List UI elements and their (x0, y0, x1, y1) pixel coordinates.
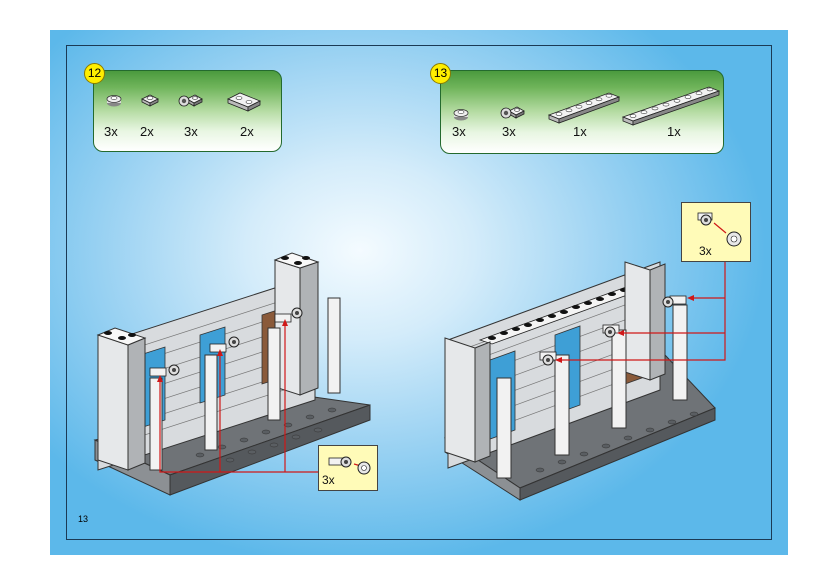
parts-list-step-12 (93, 70, 282, 152)
page-frame (66, 45, 772, 540)
part-qty: 3x (502, 124, 516, 139)
callout-qty: 3x (322, 473, 335, 487)
part-qty: 3x (104, 124, 118, 139)
round-plate-icon (453, 109, 469, 121)
part-qty: 1x (573, 124, 587, 139)
part-qty: 3x (452, 124, 466, 139)
plate-1x2-icon (227, 92, 261, 112)
page-number: 13 (78, 514, 89, 524)
clip-assembly-icon (697, 212, 742, 247)
step-number-badge: 13 (430, 63, 451, 84)
parts-list-step-13 (440, 70, 724, 154)
clip-plate-icon (178, 94, 203, 107)
round-plate-icon (106, 95, 122, 107)
part-qty: 2x (140, 124, 154, 139)
part-qty: 1x (667, 124, 681, 139)
plate-1x6-icon (547, 92, 621, 124)
clip-plate-icon (500, 106, 525, 119)
arrow-lines (159, 322, 318, 473)
sub-assembly-callout (318, 445, 378, 491)
plate-1x1-icon (141, 94, 159, 107)
plate-1x8-icon (621, 86, 721, 126)
clip-assembly-icon (328, 456, 371, 475)
callout-qty: 3x (699, 244, 712, 258)
parts-icons-step-13 (453, 86, 721, 126)
part-qty: 3x (184, 124, 198, 139)
step-number-badge: 12 (84, 63, 105, 84)
part-qty: 2x (240, 124, 254, 139)
sub-assembly-callout (681, 202, 751, 262)
parts-icons-step-12 (106, 92, 261, 112)
